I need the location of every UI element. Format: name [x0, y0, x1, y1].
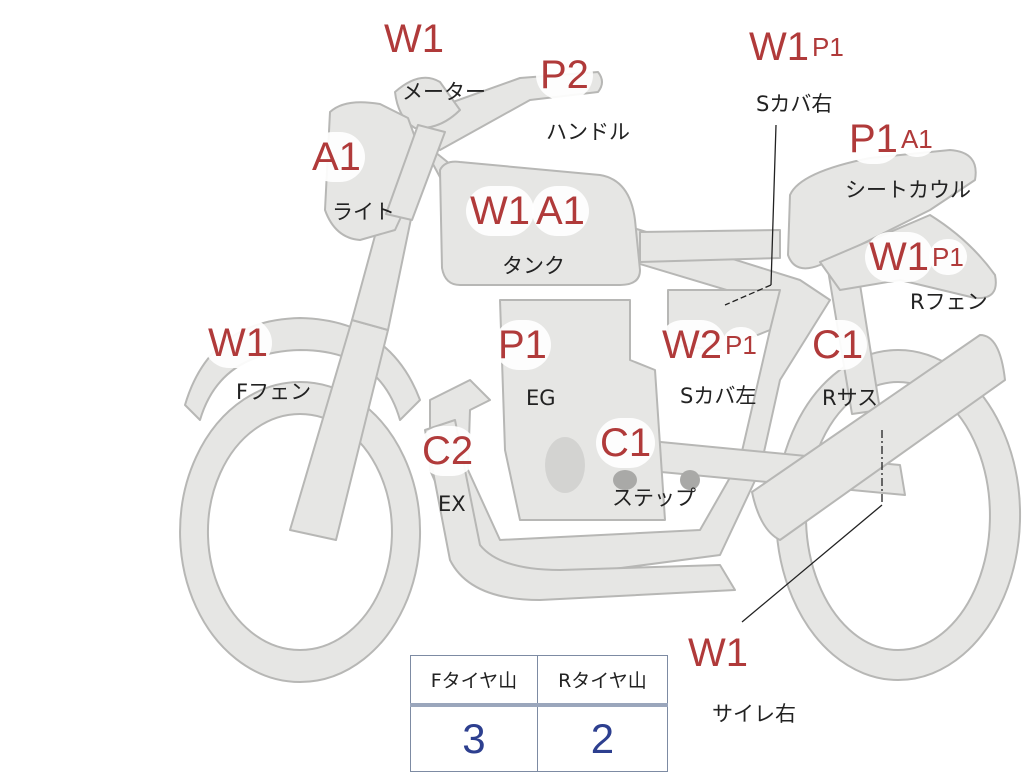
s-cover-left-label: Sカバ左 [680, 384, 757, 408]
r-fender-code: W1 P1 [865, 232, 967, 282]
handle-code: P2 [536, 50, 593, 100]
footpeg-shape [613, 470, 637, 490]
seat-shape [639, 229, 781, 263]
tire-table-header-row: Fタイヤ山 Rタイヤ山 [410, 655, 669, 707]
s-cover-right-label: Sカバ右 [756, 92, 833, 116]
f-fender-label: Fフェン [236, 380, 312, 404]
engine-code: P1 [494, 320, 551, 370]
front-tire-value: 3 [410, 704, 538, 772]
tank-label: タンク [502, 254, 565, 278]
front-wheel-shape [179, 381, 422, 683]
muffler-right-code: W1 [684, 628, 752, 678]
tire-table-value-row: 3 2 [410, 704, 669, 772]
leader-line-s-cover-right [724, 284, 772, 306]
r-suspension-code: C1 [808, 320, 868, 370]
meter-code: W1 [380, 14, 448, 64]
s-cover-left-code: W2 P1 [658, 320, 760, 370]
leader-line-muffler [741, 504, 883, 623]
seat-cowl-label: シートカウル [845, 178, 971, 202]
front-tire-header: Fタイヤ山 [410, 655, 538, 707]
exhaust-label: EX [438, 492, 466, 516]
r-fender-label: Rフェン [910, 290, 988, 314]
rear-tire-value: 2 [536, 704, 669, 772]
step-label: ステップ [612, 486, 696, 510]
seat-cowl-code: P1 A1 [845, 114, 936, 164]
r-suspension-label: Rサス [822, 386, 879, 410]
muffler-right-label: サイレ右 [712, 702, 796, 726]
s-cover-right-code: W1 P1 [745, 22, 847, 72]
exhaust-code: C2 [418, 426, 478, 476]
rear-tire-header: Rタイヤ山 [536, 655, 669, 707]
leader-line-s-cover-right [770, 124, 777, 286]
engine-cover-circle [545, 437, 585, 493]
step-code: C1 [596, 418, 656, 468]
muffler-shape [751, 334, 1006, 541]
engine-label: EG [526, 386, 556, 410]
light-code: A1 [308, 132, 365, 182]
handle-label: ハンドル [546, 120, 630, 144]
meter-label: メーター [402, 80, 486, 104]
steering-stem-shape [385, 124, 446, 221]
f-fender-code: W1 [204, 318, 272, 368]
light-label: ライト [332, 200, 395, 224]
tire-tread-table: Fタイヤ山 Rタイヤ山 3 2 [410, 655, 669, 772]
seat-cowl-shape [787, 149, 977, 270]
tank-code: W1 A1 [466, 186, 589, 236]
footpeg-shape [680, 470, 700, 490]
rear-wheel-shape [775, 349, 1022, 681]
